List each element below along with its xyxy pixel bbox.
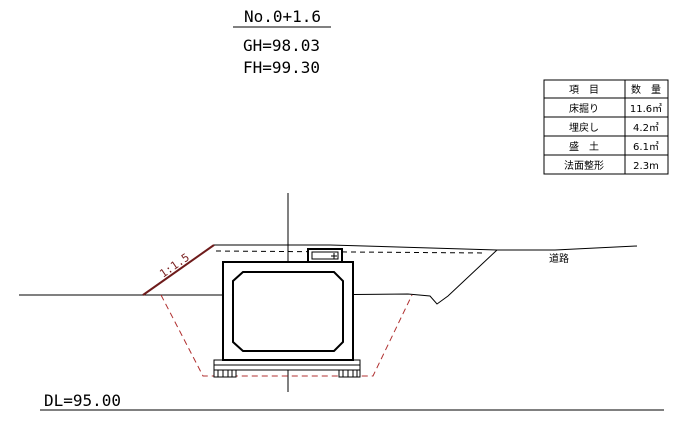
excavation-outline — [160, 294, 413, 377]
ground-height-label: GH=98.03 — [243, 36, 320, 55]
existing-ground-line — [19, 249, 498, 305]
road-label: 道路 — [549, 252, 569, 265]
table-header-quantity: 数 量 — [631, 83, 661, 96]
table-header-item: 項 目 — [569, 84, 599, 96]
formation-height-label: FH=99.30 — [243, 58, 320, 77]
slope-ratio-label: 1:1.5 — [157, 251, 192, 281]
station-label: No.0+1.6 — [244, 7, 321, 26]
foundation-blocks — [213, 369, 361, 378]
box-culvert-outer — [222, 261, 354, 361]
table-row-quantity: 4.2㎥ — [633, 121, 659, 134]
road-surface-line — [214, 244, 638, 251]
table-row-quantity: 11.6㎥ — [630, 102, 662, 115]
embankment-slope — [142, 244, 215, 296]
table-row-item: 法面整形 — [564, 159, 604, 172]
table-row-item: 盛 土 — [569, 140, 599, 153]
table-row-item: 埋戻し — [569, 121, 599, 134]
table-row-item: 床掘り — [569, 102, 599, 115]
formation-line — [215, 250, 487, 254]
table-row-quantity: 2.3m — [633, 161, 659, 172]
quantity-table — [543, 79, 669, 175]
table-row-quantity: 6.1㎥ — [633, 140, 659, 153]
top-cover-inner — [311, 251, 339, 260]
box-culvert-inner — [232, 271, 344, 352]
datum-label: DL=95.00 — [44, 391, 121, 410]
